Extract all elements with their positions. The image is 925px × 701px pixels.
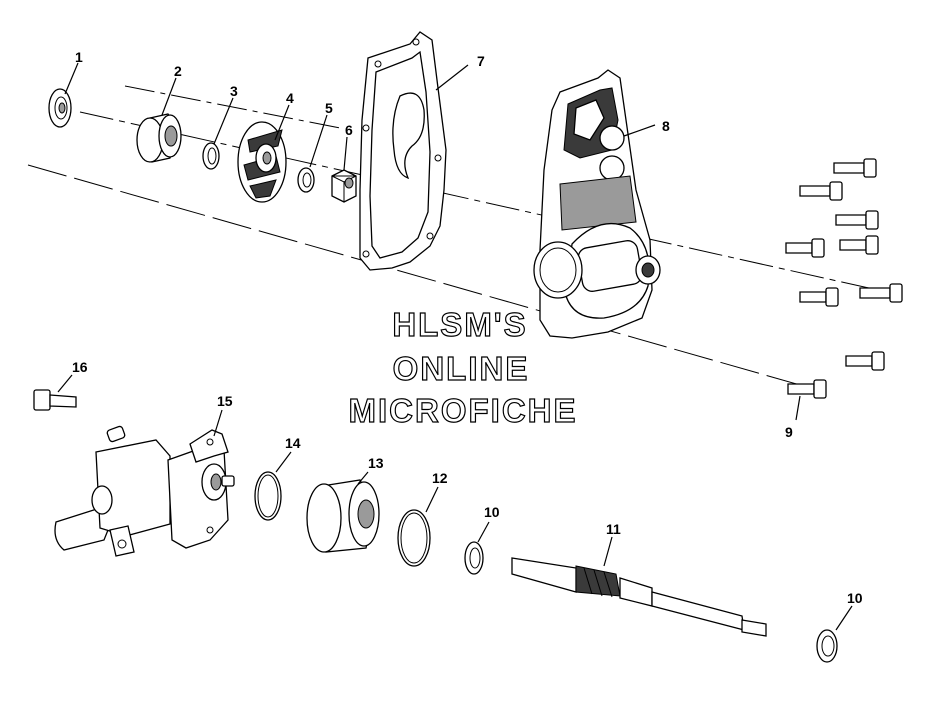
part-13-rotor[interactable] <box>306 479 380 553</box>
part-15-oil-pump[interactable] <box>54 425 235 557</box>
callout-12[interactable]: 12 <box>432 470 448 486</box>
callout-5[interactable]: 5 <box>325 100 333 116</box>
part-2-bearing[interactable] <box>136 113 182 163</box>
part-10-washer[interactable] <box>464 541 484 575</box>
callout-7[interactable]: 7 <box>477 53 485 69</box>
bolt <box>799 287 839 307</box>
part-16-bolt[interactable] <box>33 389 77 411</box>
callout-2[interactable]: 2 <box>174 63 182 79</box>
callout-13[interactable]: 13 <box>368 455 384 471</box>
bolt <box>845 351 885 371</box>
part-7-gasket[interactable] <box>359 31 447 271</box>
bolt <box>833 158 877 178</box>
bolt <box>839 235 879 255</box>
callout-11[interactable]: 11 <box>606 521 621 537</box>
callout-10-middle[interactable]: 10 <box>484 504 500 520</box>
part-10-washer-right[interactable] <box>816 629 838 663</box>
part-9-bolts[interactable] <box>785 158 903 399</box>
callout-15[interactable]: 15 <box>217 393 233 409</box>
leader-lines <box>57 62 853 631</box>
assembly-axes <box>27 85 901 386</box>
callout-3[interactable]: 3 <box>230 83 238 99</box>
part-4-impeller[interactable] <box>237 121 287 203</box>
watermark-line-2: ONLINE <box>393 350 530 387</box>
bolt <box>835 210 879 230</box>
callout-8[interactable]: 8 <box>662 118 670 134</box>
callout-6[interactable]: 6 <box>345 122 353 138</box>
bolt <box>859 283 903 303</box>
top-axis <box>124 85 341 129</box>
callout-1[interactable]: 1 <box>75 49 83 65</box>
part-11-shaft[interactable] <box>511 557 767 637</box>
watermark-line-3: MICROFICHE <box>349 392 578 429</box>
part-3-washer[interactable] <box>202 142 220 170</box>
callout-16[interactable]: 16 <box>72 359 88 375</box>
part-5-washer[interactable] <box>297 167 315 193</box>
bolt <box>787 379 827 399</box>
part-6-nut[interactable] <box>331 169 357 203</box>
upper-axis <box>79 111 901 296</box>
callout-labels: 1 2 3 4 5 6 7 8 9 16 15 14 13 12 10 11 1… <box>72 49 863 606</box>
lower-axis <box>27 164 801 386</box>
callout-4[interactable]: 4 <box>286 90 294 106</box>
callout-14[interactable]: 14 <box>285 435 301 451</box>
bolt <box>785 238 825 258</box>
callout-10-right[interactable]: 10 <box>847 590 863 606</box>
bolt <box>799 181 843 201</box>
part-1-seal[interactable] <box>48 88 72 128</box>
part-12-o-ring[interactable] <box>397 509 431 567</box>
watermark-line-1: HLSM'S <box>392 306 527 343</box>
watermark: HLSM'S ONLINE MICROFICHE <box>348 305 578 429</box>
callout-9[interactable]: 9 <box>785 424 793 440</box>
part-14-o-ring[interactable] <box>254 471 282 521</box>
part-8-pump-cover[interactable] <box>533 69 661 339</box>
